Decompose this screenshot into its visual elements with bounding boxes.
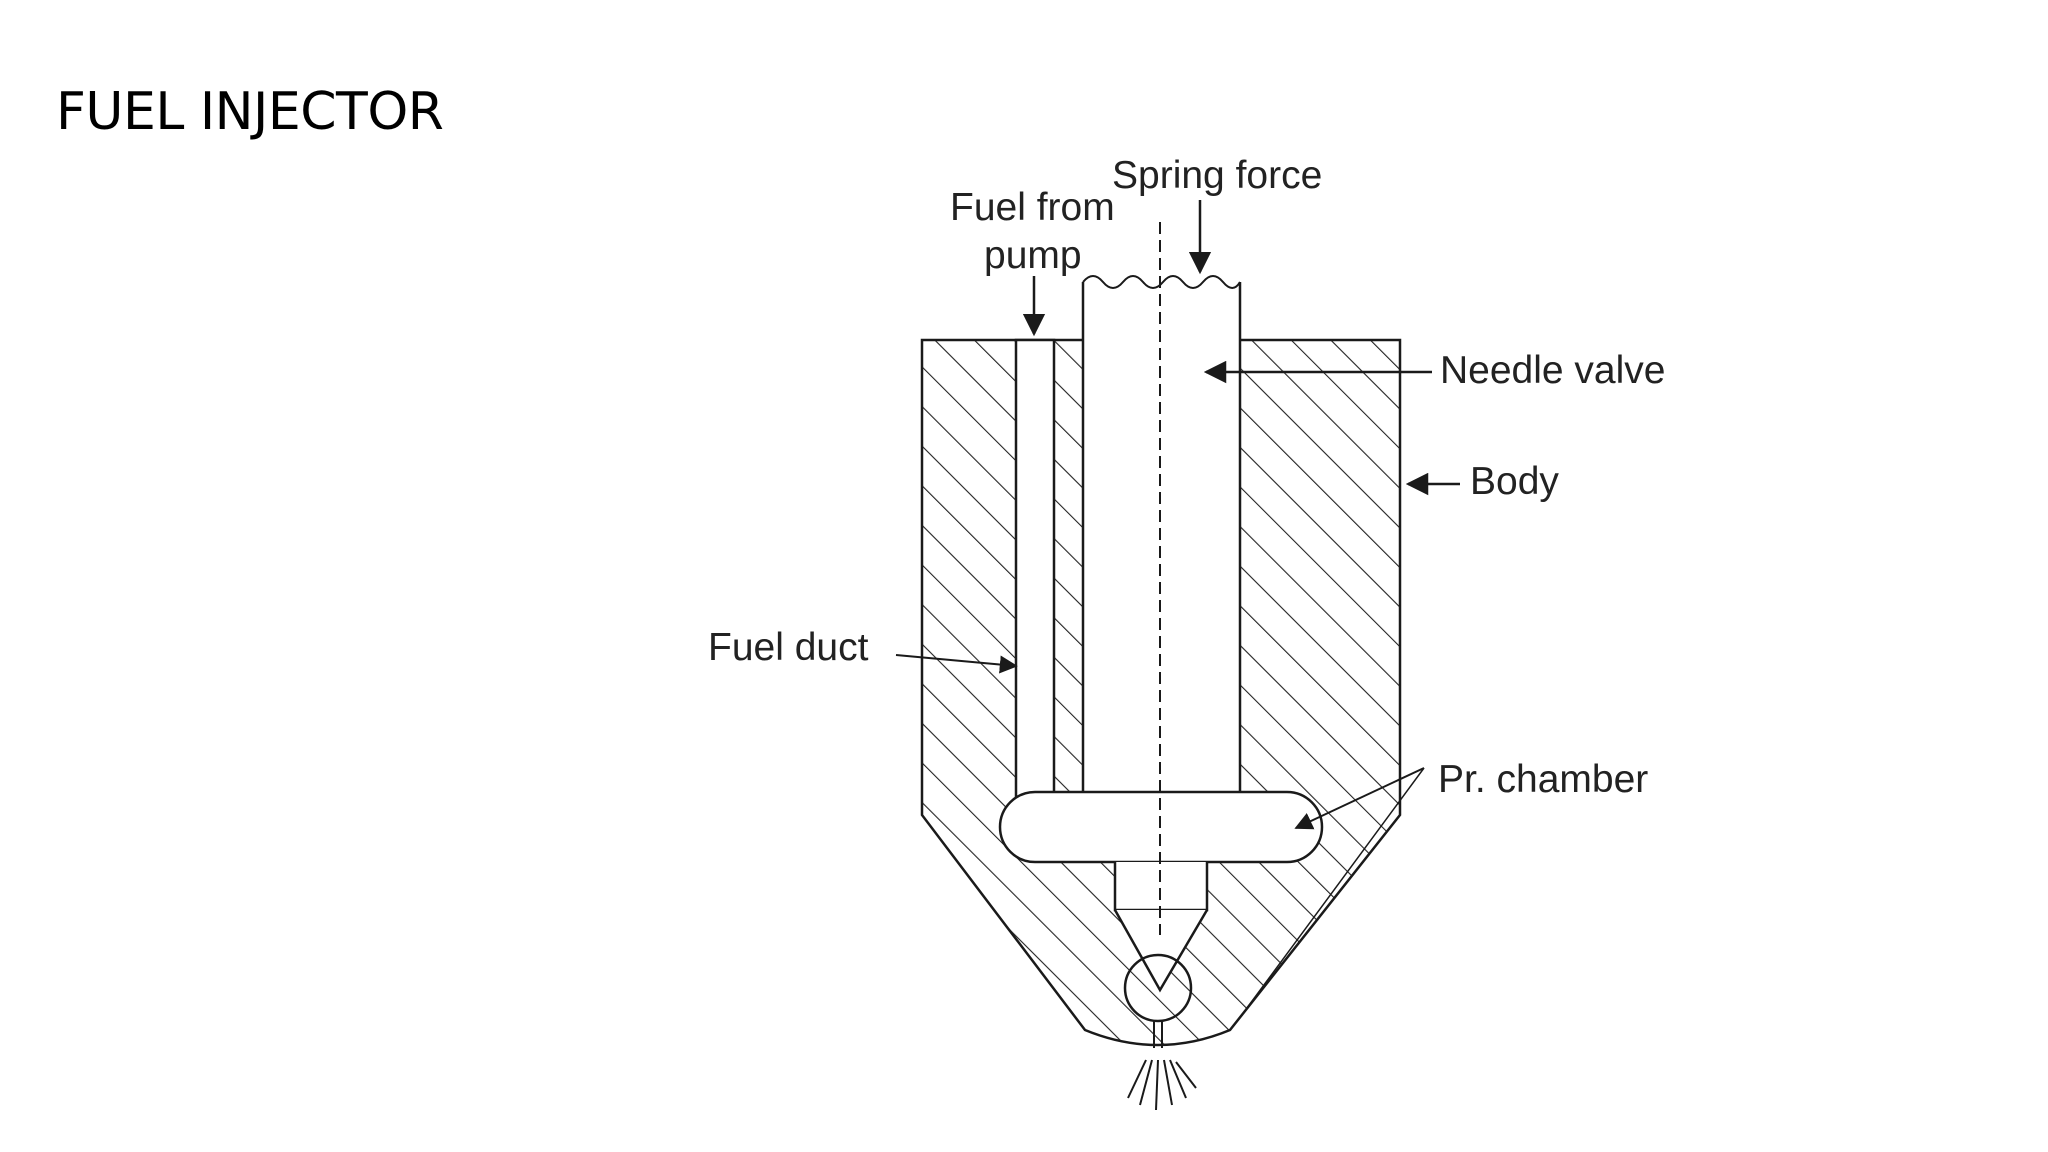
nozzle-sac	[1123, 953, 1193, 1023]
label-spring-force: Spring force	[1112, 154, 1322, 197]
label-pressure-chamber: Pr. chamber	[1438, 758, 1648, 801]
label-needle-valve: Needle valve	[1440, 349, 1665, 392]
pressure-chamber-arrow	[1294, 767, 1425, 830]
fuel-duct-arrow	[895, 654, 1018, 674]
label-fuel-from-pump-line1: Fuel from	[950, 186, 1115, 229]
needle-break-line	[1082, 275, 1241, 289]
fuel-spray	[1127, 1059, 1197, 1111]
label-fuel-duct: Fuel duct	[708, 626, 869, 669]
pressure-chamber-leader	[1243, 767, 1425, 1013]
needle-valve-bore	[1083, 282, 1240, 792]
needle-tip	[1113, 862, 1209, 912]
fuel-duct-channel	[1014, 338, 1056, 800]
label-fuel-from-pump-line2: pump	[984, 234, 1082, 277]
slide-title: FUEL INJECTOR	[56, 82, 444, 142]
label-body: Body	[1470, 460, 1559, 503]
